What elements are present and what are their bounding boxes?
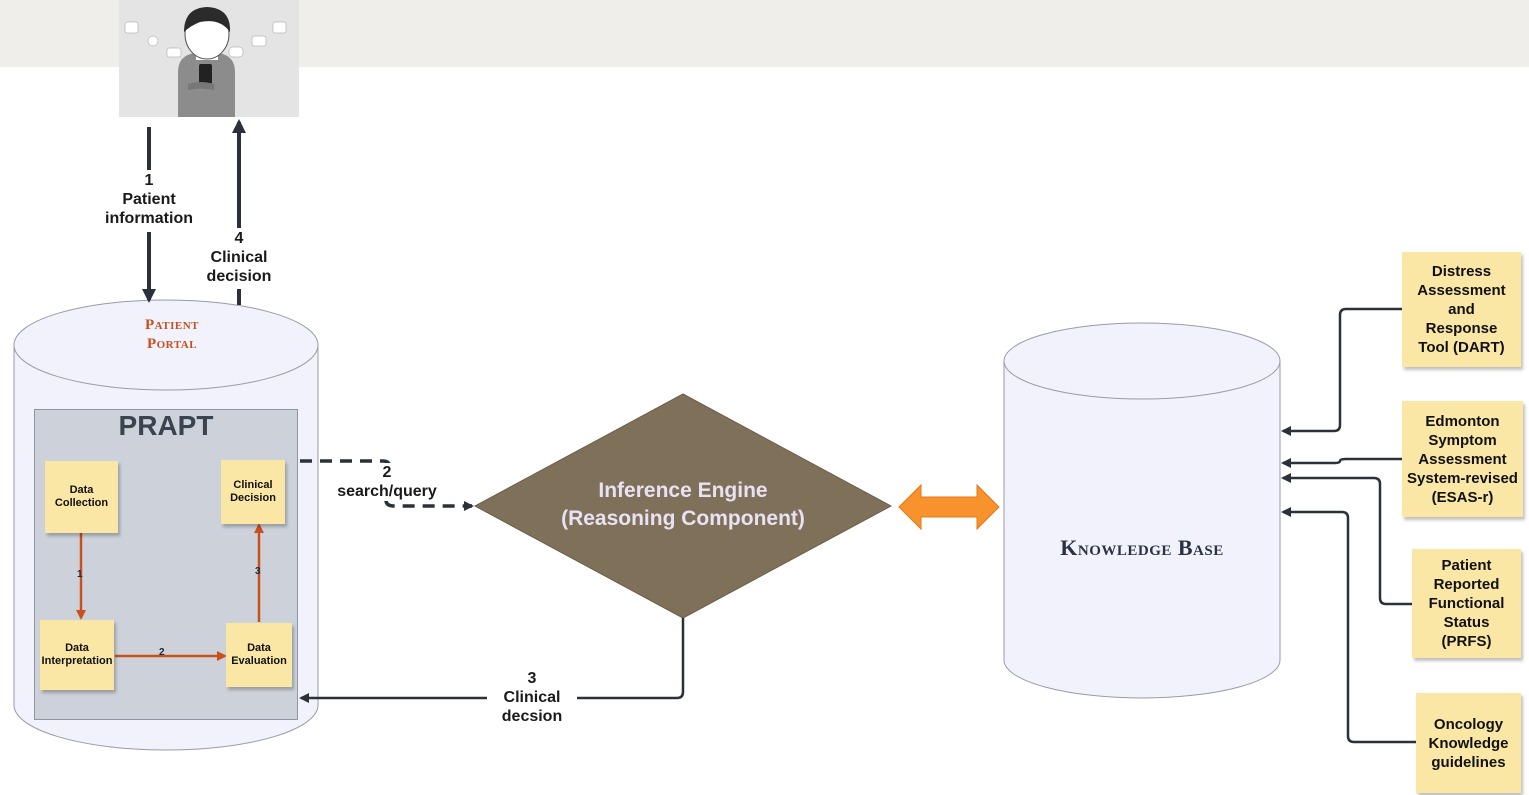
connector-okg [1281,507,1416,744]
flow-3-line1: Clinical [503,689,561,706]
esas-line2: Symptom [1428,431,1497,449]
patient-portal-title-line1: Patient [144,317,200,333]
flow-1-line2: information [105,210,193,227]
prfs-line4: Status [1443,614,1490,631]
okg-line2: Knowledge [1428,734,1509,752]
inference-engine-label: Inference Engine (Reasoning Component) [500,477,866,533]
flow-4-label: 4 Clinical decision [189,229,289,286]
esas-line1: Edmonton [1425,412,1500,430]
inference-engine-line1: Inference Engine [598,479,768,502]
note-clinical-decision-line2: Decision [230,492,276,504]
connector-esas [1281,457,1402,468]
flow-3-label: 3 Clinical decsion [487,669,577,726]
connector-dart [1281,307,1402,436]
note-data-collection-line1: Data [69,484,94,496]
flow-1-line1: Patient [122,191,176,208]
prfs-line5: (PRFS) [1441,633,1492,650]
note-data-interpretation: Data Interpretation [40,620,114,690]
flow-3-connector [565,618,685,700]
flow-2-dashed-connector [300,459,392,470]
inner-step-1: 1 [77,569,83,580]
note-data-evaluation: Data Evaluation [226,623,292,687]
flow-3-line2: decsion [501,708,563,725]
bidirectional-arrow [898,483,1000,531]
flow-1-number: 1 [144,172,154,189]
prfs-line3: Functional [1428,595,1505,612]
prfs-line1: Patient [1441,557,1492,574]
flow-2-text: search/query [337,483,437,500]
knowledge-base-cylinder [1003,322,1281,699]
dart-line5: Tool (DART) [1418,339,1505,356]
knowledge-base-title: Knowledge Base [1060,535,1224,560]
patient-portal-title-line2: Portal [146,336,198,352]
note-data-collection-line2: Collection [54,497,109,509]
okg-line1: Oncology [1433,715,1504,733]
okg-line3: guidelines [1431,753,1506,771]
note-clinical-decision-line1: Clinical [233,479,273,491]
patient-illustration [119,0,299,117]
note-data-interpretation-line2: Interpretation [41,655,113,667]
patient-portal-title: Patient Portal [110,316,234,354]
inner-step-3: 3 [255,566,261,577]
note-clinical-decision: Clinical Decision [221,460,285,524]
note-data-interpretation-line1: Data [65,642,89,654]
dart-line3: and [1448,301,1475,318]
dart-line4: Response [1425,320,1498,337]
esas-line4: System-revised [1407,469,1518,487]
note-dart: Distress Assessment and Response Tool (D… [1402,252,1521,367]
dart-line1: Distress [1431,263,1492,280]
note-esas: Edmonton Symptom Assessment System-revis… [1402,401,1523,517]
connector-prfs [1281,473,1412,606]
flow-1-label: 1 Patient information [89,171,209,228]
inference-engine-line2: (Reasoning Component) [561,507,805,530]
flow-3-number: 3 [527,670,537,687]
flow-2-number: 2 [382,464,392,481]
flow-4-line2: decision [206,268,272,285]
dart-line2: Assessment [1417,282,1506,299]
flow-2-dashed-arrow [384,499,474,511]
note-data-evaluation-line2: Evaluation [231,655,287,667]
note-prfs: Patient Reported Functional Status (PRFS… [1412,549,1521,658]
prfs-line2: Reported [1433,576,1500,593]
esas-line5: (ESAS-r) [1431,488,1494,506]
esas-line3: Assessment [1418,450,1507,468]
flow-4-line1: Clinical [210,249,268,266]
prapt-title: PRAPT [118,410,214,441]
flow-2-label: 2 search/query [327,463,447,501]
inner-step-2: 2 [159,647,165,658]
note-data-evaluation-line1: Data [247,642,271,654]
flow-4-number: 4 [234,230,244,247]
note-data-collection: Data Collection [45,461,118,533]
note-oncology-guidelines: Oncology Knowledge guidelines [1416,693,1521,793]
